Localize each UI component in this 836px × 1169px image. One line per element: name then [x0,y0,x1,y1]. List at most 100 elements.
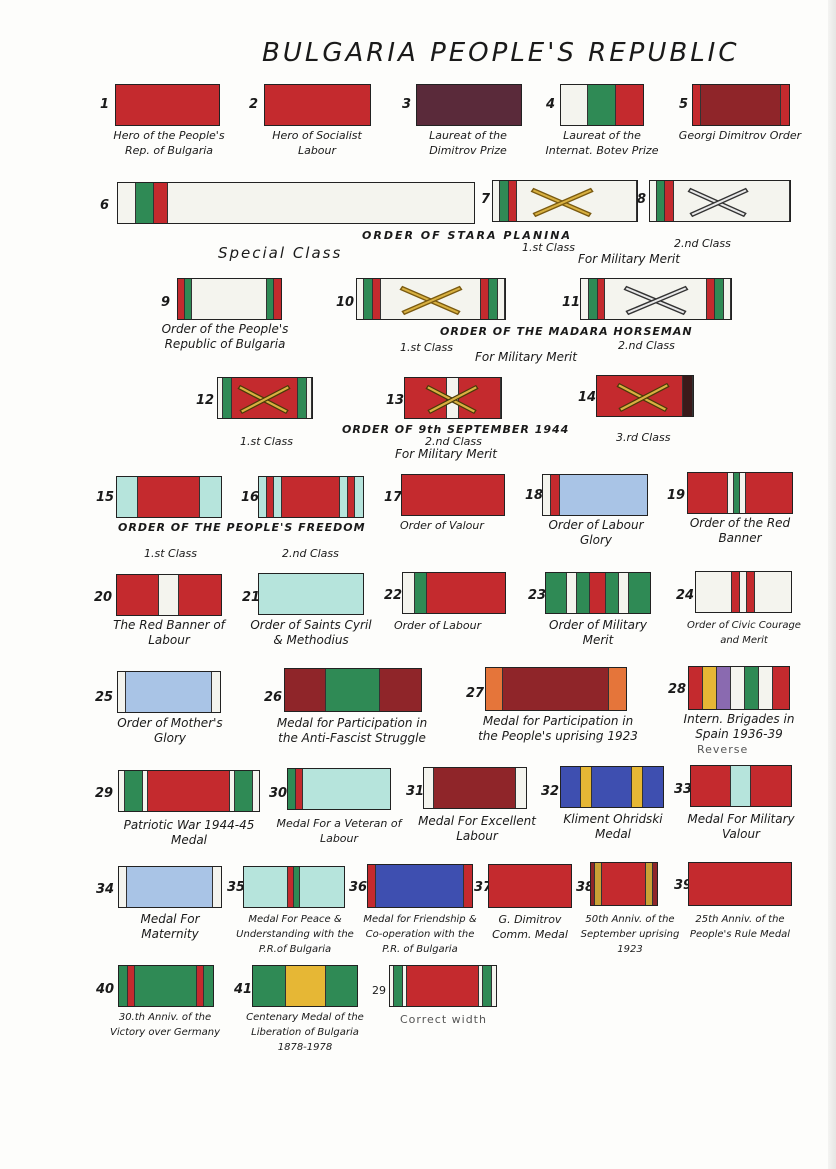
ribbon-caption: G. Dimitrov Comm. Medal [492,913,568,941]
ribbon-number: 26 [264,690,283,705]
ribbon-number: 41 [234,982,253,997]
ribbon-caption: 1.st Class [522,241,575,254]
ribbon-24 [695,571,792,613]
crossed-swords-gold-icon [425,384,479,415]
ribbon-caption: Georgi Dimitrov Order [678,129,802,142]
ribbon-number: 16 [241,490,260,505]
ribbon-28 [688,666,790,710]
ribbon-20 [116,574,222,616]
ribbon-23 [545,572,651,614]
ribbon-6 [117,182,475,224]
ribbon-number: 30 [269,786,288,801]
ribbon-31 [423,767,527,809]
group-label-military-merit: For Military Merit [475,350,577,364]
ribbon-caption: Order of Saints Cyril & Methodius [250,618,372,647]
ribbon-1 [115,84,220,126]
ribbon-caption: Correct width [400,1013,487,1026]
ribbon-caption: Medal For a Veteran of Labour [276,817,402,845]
ribbon-caption: 1.st Class [400,341,453,354]
ribbon-caption: Order of Labour [394,619,482,632]
ribbon-number: 39 [674,878,693,893]
ribbon-number: 2 [249,97,259,112]
ribbon-caption: 2.nd Class [425,435,482,448]
ribbon-21 [258,573,364,615]
ribbon-caption: Order of the Red Banner [689,516,791,545]
ribbon-number: 5 [679,97,689,112]
ribbon-number: 11 [562,295,581,310]
ribbon-number: 34 [96,882,115,897]
ribbon-caption: Laureat of the Dimitrov Prize [429,129,507,157]
ribbon-caption: Medal For Maternity [140,912,200,941]
ribbon-37 [488,864,572,908]
ribbon-number: 13 [386,393,405,408]
ribbon-number: 36 [349,880,368,895]
ribbon-number: 22 [384,588,403,603]
ribbon-number: 38 [576,880,595,895]
ribbon-16 [258,476,364,518]
ribbon-number: 29 [95,786,114,801]
ribbon-12 [217,377,313,419]
ribbon-number: 12 [196,393,215,408]
ribbon-caption: 2.nd Class [618,339,675,352]
ribbon-38 [590,862,658,906]
ribbon-caption: 30.th Anniv. of the Victory over Germany [110,1012,220,1038]
ribbon-number: 3 [402,97,412,112]
group-label-freedom: ORDER OF THE PEOPLE'S FREEDOM [118,521,366,534]
ribbon-caption: Hero of Socialist Labour [272,129,362,157]
ribbon-11 [580,278,732,320]
ribbon-10 [356,278,506,320]
ribbon-number: 24 [676,588,695,603]
ribbon-caption: Special Class [218,244,343,262]
ribbon-number: 27 [466,686,485,701]
ribbon-number: 40 [96,982,115,997]
crossed-swords-silver-icon [623,285,689,316]
ribbon-caption: 1.st Class [240,435,293,448]
ribbon-number: 6 [100,198,110,213]
ribbon-34 [118,866,222,908]
group-label-sept: ORDER OF 9th SEPTEMBER 1944 [342,423,570,436]
ribbon-number: 25 [95,690,114,705]
ribbon-number: 23 [528,588,547,603]
ribbon-caption: 1.st Class [144,547,197,560]
ribbon-caption: Order of Labour Glory [548,518,644,547]
ribbon-caption: Centenary Medal of the Liberation of Bul… [246,1012,364,1053]
ribbon-caption: Order of Military Merit [549,618,647,647]
ribbon-number: 9 [161,295,171,310]
ribbon-4 [560,84,644,126]
group-label-military-merit: For Military Merit [395,447,497,461]
ribbon-caption: Intern. Brigades in Spain 1936-39 [683,712,795,741]
ribbon-26 [284,668,422,712]
ribbon-caption: Medal for Friendship & Co-operation with… [363,914,477,955]
ribbon-caption: Medal for Participation in the Anti-Fasc… [276,716,428,745]
ribbon-18 [542,474,648,516]
ribbon-caption: Order of Valour [400,519,484,532]
ribbon-caption: Order of the People's Republic of Bulgar… [161,322,289,351]
ribbon-number: 32 [541,784,560,799]
ribbon-25 [117,671,221,713]
ribbon-caption: 2.nd Class [282,547,339,560]
ribbon-caption: Hero of the People's Rep. of Bulgaria [113,129,225,157]
ribbon-13 [404,377,502,419]
ribbon-2 [264,84,371,126]
ribbon-caption: 2.nd Class [674,237,731,250]
ribbon-14 [596,375,694,417]
ribbon-number: 10 [336,295,355,310]
ribbon-8 [649,180,791,222]
ribbon-40 [118,965,214,1007]
ribbon-30 [287,768,391,810]
ribbon-number: 1 [100,97,110,112]
ribbon-32 [560,766,664,808]
ribbon-number: 17 [384,490,403,505]
ribbon-number: 18 [525,488,544,503]
ribbon-19 [687,472,793,514]
ribbon-number: 15 [96,490,115,505]
reverse-note: Reverse [697,743,749,756]
ribbon-5 [692,84,790,126]
ribbon-caption: Laureat of the Internat. Botev Prize [545,129,659,157]
ribbon-39 [688,862,792,906]
ribbon-number: 29 [372,984,386,997]
ribbon-caption: 3.rd Class [616,431,671,444]
ribbon-35 [243,866,345,908]
ribbon-caption: Order of Mother's Glory [117,716,223,745]
ribbon-17 [401,474,505,516]
